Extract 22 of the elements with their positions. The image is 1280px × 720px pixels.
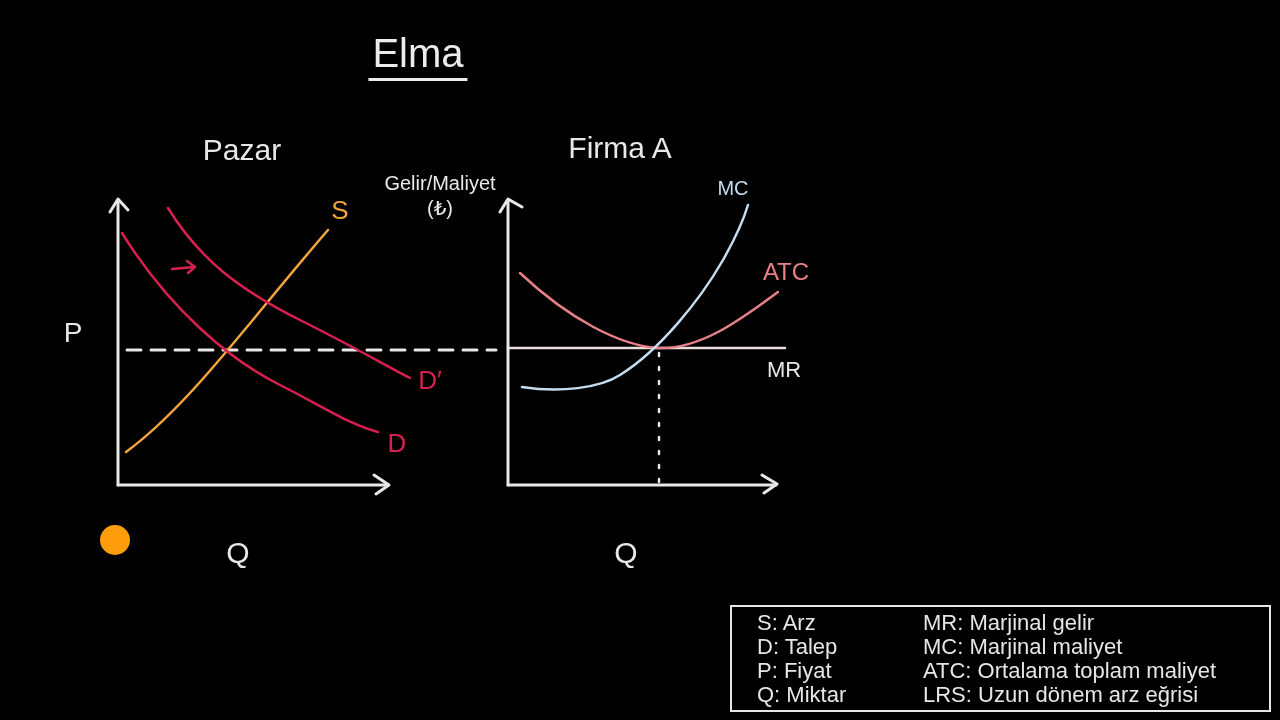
chart-title: Pazar bbox=[202, 132, 282, 169]
axis-label: Gelir/Maliyet (₺) bbox=[383, 171, 497, 221]
key-entry: Q: Miktar bbox=[757, 683, 847, 707]
axis-label: Q bbox=[226, 535, 250, 572]
key-entry: MC: Marjinal maliyet bbox=[923, 635, 1123, 659]
key-box bbox=[730, 605, 1271, 712]
axis-label: Q bbox=[614, 535, 638, 572]
chart-title: Firma A bbox=[568, 130, 672, 167]
curve-label: ATC bbox=[762, 257, 810, 287]
axis-label: P bbox=[63, 315, 83, 350]
curve-label: D′ bbox=[418, 363, 442, 397]
key-entry: P: Fiyat bbox=[757, 659, 832, 683]
curve-label: S bbox=[331, 193, 349, 227]
curve-label: MR bbox=[766, 356, 802, 384]
key-entry: MR: Marjinal gelir bbox=[923, 611, 1095, 635]
curve-label: D bbox=[387, 426, 407, 460]
key-entry: S: Arz bbox=[757, 611, 816, 635]
diagram-title: Elma bbox=[368, 31, 468, 81]
key-entry: LRS: Uzun dönem arz eğrisi bbox=[923, 683, 1199, 707]
curve-label: MC bbox=[717, 175, 749, 201]
key-entry: D: Talep bbox=[757, 635, 838, 659]
key-entry: ATC: Ortalama toplam maliyet bbox=[923, 659, 1216, 683]
